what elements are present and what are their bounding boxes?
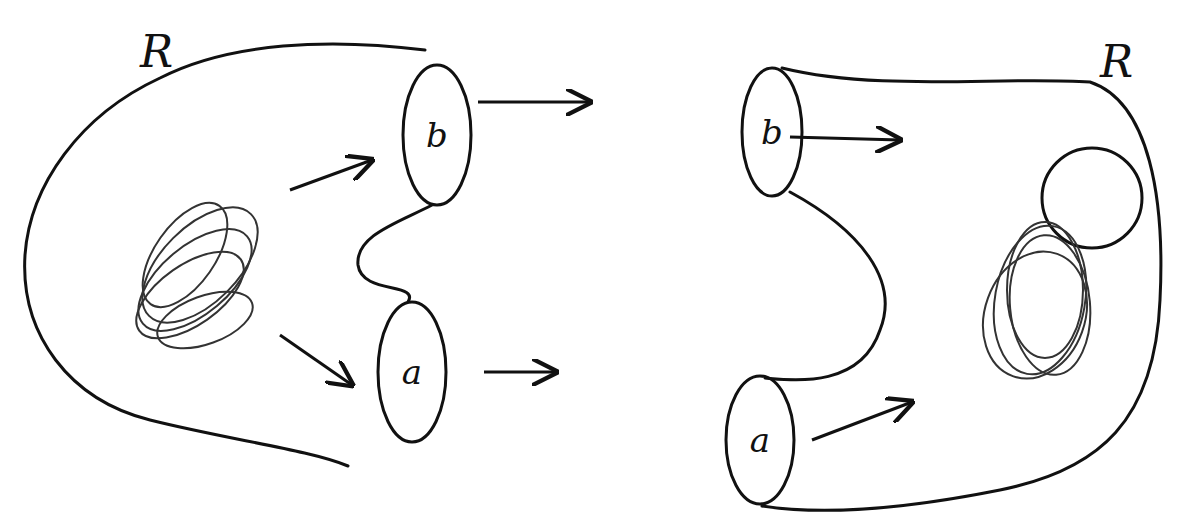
boundary-circle: b xyxy=(740,66,804,198)
circle-letter: a xyxy=(402,355,422,389)
circle-letter: b xyxy=(761,115,783,149)
boundary-circle: a xyxy=(376,300,448,444)
surface-label: R xyxy=(140,30,173,74)
boundary-circle: b xyxy=(401,63,473,207)
surface-label: R xyxy=(1100,40,1133,84)
circle-letter: b xyxy=(426,118,448,152)
boundary-circle: a xyxy=(724,374,796,506)
circle-letter: a xyxy=(750,423,770,457)
